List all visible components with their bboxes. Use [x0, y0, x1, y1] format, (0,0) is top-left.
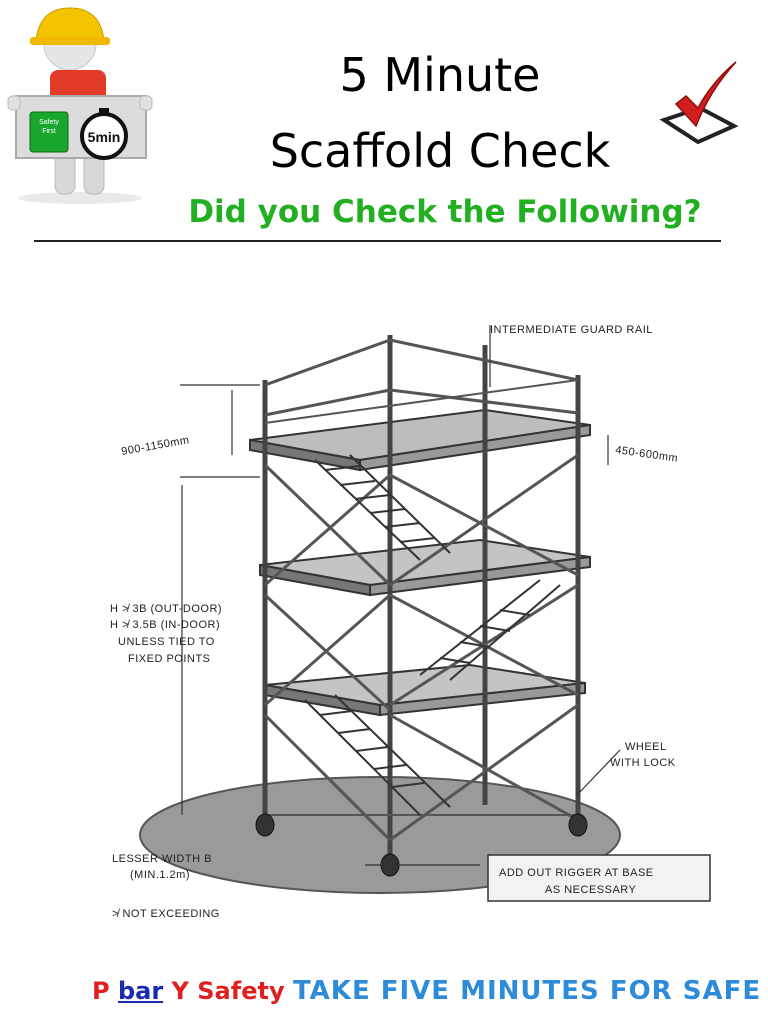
- label-height-3: UNLESS TIED TO: [118, 636, 215, 648]
- stair-flights: [304, 454, 561, 816]
- subtitle: Did you Check the Following?: [188, 194, 702, 230]
- guard-rails: [264, 338, 579, 424]
- label-lesser-width-2: (MIN.1.2m): [130, 869, 190, 881]
- label-intermediate-guard-rail: INTERMEDIATE GUARD RAIL: [490, 324, 653, 336]
- label-lesser-width-1: LESSER WIDTH B: [112, 853, 212, 865]
- middle-platform: [259, 538, 591, 597]
- footer-tagline: P bar Y Safety TAKE FIVE MINUTES FOR SAF…: [92, 976, 761, 1006]
- footer-y-safety: Y Safety: [171, 977, 285, 1005]
- footer-take-five: TAKE FIVE MINUTES FOR SAFE: [292, 976, 762, 1006]
- footer-p: P: [92, 977, 110, 1005]
- label-wheel-1: WHEEL: [625, 741, 667, 753]
- label-wheel-2: WITH LOCK: [610, 757, 676, 769]
- label-rail-height: 900-1150mm: [120, 434, 190, 458]
- label-outrigger-1: ADD OUT RIGGER AT BASE: [499, 867, 654, 879]
- footer-bar-link[interactable]: bar: [117, 977, 164, 1005]
- 5min-text: 5min: [88, 129, 121, 145]
- label-height-4: FIXED POINTS: [128, 653, 210, 665]
- page-title-line1: 5 Minute: [339, 48, 541, 102]
- scaffold-diagram: INTERMEDIATE GUARD RAIL 900-1150mm 450-6…: [110, 324, 711, 920]
- label-toe-gap: 450-600mm: [615, 444, 679, 465]
- outrigger-note-box: [487, 854, 711, 902]
- label-height-1: H ≯ 3B (OUT-DOOR): [110, 603, 222, 615]
- svg-text:First: First: [42, 128, 56, 135]
- divider-line: [34, 240, 721, 242]
- dimension-lines: [180, 325, 621, 866]
- hard-hat-icon: [35, 7, 105, 41]
- safety-first-text: Safety: [39, 119, 59, 126]
- label-outrigger-2: AS NECESSARY: [545, 884, 637, 896]
- label-not-exceeding: ≯ NOT EXCEEDING: [112, 908, 220, 920]
- page-title-line2: Scaffold Check: [269, 124, 611, 178]
- safety-mascot-illustration: Safety First 5min: [7, 7, 153, 204]
- label-height-2: H ≯ 3.5B (IN-DOOR): [110, 619, 220, 631]
- checkmark-box-icon: [659, 61, 739, 145]
- scaffold-posts: [262, 335, 581, 860]
